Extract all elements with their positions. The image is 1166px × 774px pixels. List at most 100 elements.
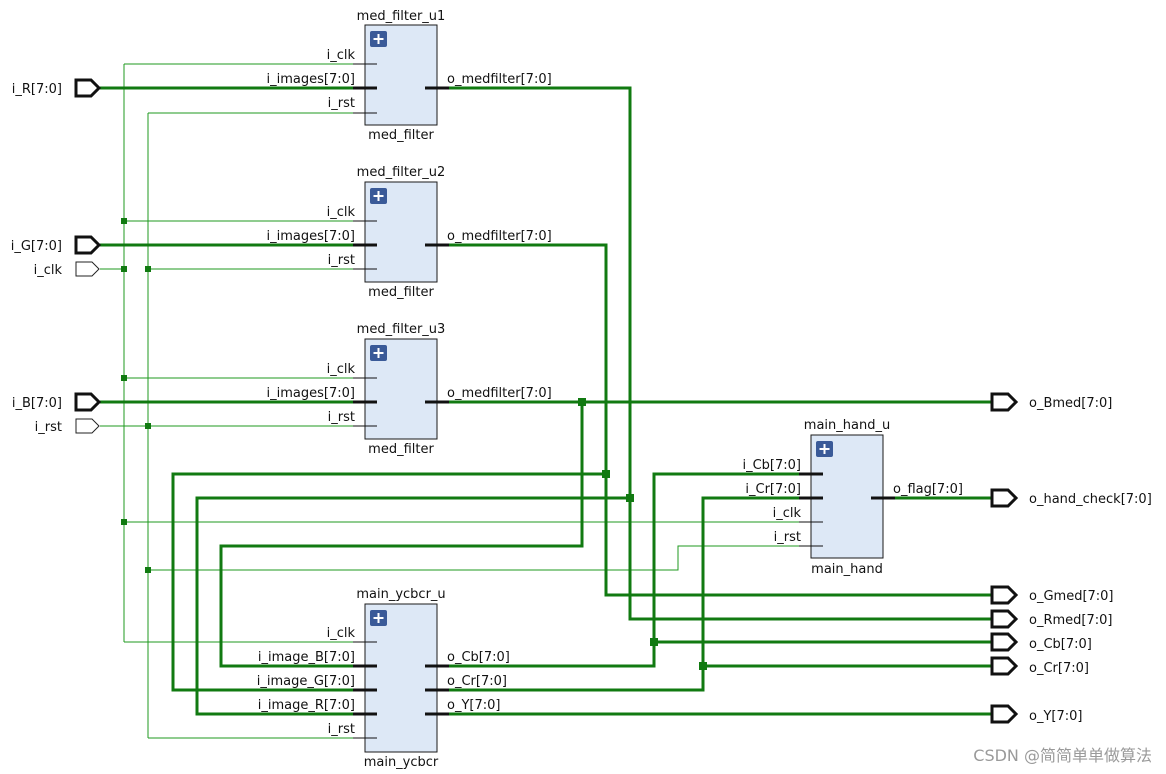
pin-label-i-image-r: i_image_R[7:0] — [258, 698, 355, 713]
port-label: o_Cr[7:0] — [1029, 661, 1089, 676]
port-label: i_B[7:0] — [12, 396, 62, 411]
pin-label-i-rst: i_rst — [328, 722, 355, 737]
pin-label-i-cr: i_Cr[7:0] — [745, 482, 801, 497]
plus-square-icon[interactable] — [816, 441, 833, 457]
port-label: o_hand_check[7:0] — [1029, 492, 1152, 507]
port-arrow-icon — [990, 585, 1019, 605]
output-port-o-y[interactable]: o_Y[7:0] — [990, 704, 1082, 724]
pin-label-i-cb: i_Cb[7:0] — [742, 458, 801, 473]
port-label: o_Gmed[7:0] — [1029, 589, 1114, 604]
pin-label-i-rst: i_rst — [774, 530, 801, 545]
pin-label-o-cr: o_Cr[7:0] — [447, 674, 507, 689]
block-body[interactable] — [364, 603, 438, 753]
port-label: o_Bmed[7:0] — [1029, 396, 1112, 411]
pin-label-o-medfilter: o_medfilter[7:0] — [447, 72, 552, 87]
junction-dot — [145, 423, 151, 429]
block-instance-name: med_filter_u3 — [357, 322, 446, 337]
pin-label-o-y: o_Y[7:0] — [447, 698, 500, 713]
block-module-name: med_filter — [368, 285, 434, 300]
block-body[interactable] — [364, 24, 438, 126]
port-arrow-icon — [990, 704, 1019, 724]
plus-square-icon[interactable] — [370, 345, 387, 361]
junction-dot — [650, 638, 658, 646]
junction-dot — [121, 218, 127, 224]
block-instance-name: med_filter_u1 — [357, 9, 446, 24]
wire-cr[interactable] — [437, 496, 992, 692]
junction-dot — [578, 398, 586, 406]
pin-label-o-medfilter: o_medfilter[7:0] — [447, 386, 552, 401]
port-label: o_Y[7:0] — [1029, 709, 1082, 724]
junction-dot — [699, 662, 707, 670]
port-label: i_R[7:0] — [12, 82, 62, 97]
pin-label-i-rst: i_rst — [328, 253, 355, 268]
wire-i-rst[interactable] — [100, 112, 823, 739]
port-arrow-icon — [74, 392, 102, 412]
pin-label-i-image-g: i_image_G[7:0] — [257, 674, 355, 689]
wire-cb[interactable] — [437, 472, 992, 668]
pin-label-i-clk: i_clk — [327, 48, 356, 63]
block-module-name: main_hand — [811, 562, 883, 577]
output-port-o-cb[interactable]: o_Cb[7:0] — [990, 632, 1092, 652]
port-arrow-icon — [990, 632, 1019, 652]
input-port-i-r[interactable]: i_R[7:0] — [12, 78, 102, 98]
port-label: i_clk — [34, 263, 63, 278]
block-med-filter-u2[interactable]: med_filter_u2 i_clk i_images[7:0] i_rst … — [267, 165, 552, 300]
output-port-o-rmed[interactable]: o_Rmed[7:0] — [990, 609, 1112, 629]
block-module-name: med_filter — [368, 128, 434, 143]
block-module-name: med_filter — [368, 442, 434, 457]
block-instance-name: main_hand_u — [804, 418, 890, 433]
pin-label-i-rst: i_rst — [328, 96, 355, 111]
pin-label-i-clk: i_clk — [773, 506, 802, 521]
port-arrow-icon — [75, 418, 100, 434]
port-label: o_Rmed[7:0] — [1029, 613, 1112, 628]
port-arrow-icon — [990, 488, 1019, 508]
block-main-ycbcr-u[interactable]: main_ycbcr_u i_clk i_image_B[7:0] i_imag… — [257, 587, 510, 770]
block-med-filter-u1[interactable]: med_filter_u1 i_clk i_images[7:0] i_rst … — [267, 9, 552, 143]
junction-dot — [626, 494, 634, 502]
pin-label-i-image-b: i_image_B[7:0] — [258, 650, 355, 665]
input-port-i-g[interactable]: i_G[7:0] — [11, 235, 102, 255]
port-arrow-icon — [990, 609, 1019, 629]
output-ports: o_Bmed[7:0] o_hand_check[7:0] o_Gmed[7:0… — [990, 392, 1152, 724]
block-main-hand-u[interactable]: main_hand_u i_Cb[7:0] i_Cr[7:0] i_clk i_… — [742, 418, 962, 577]
pin-label-i-images: i_images[7:0] — [267, 229, 355, 244]
wire-gmed[interactable] — [171, 243, 992, 692]
output-port-o-bmed[interactable]: o_Bmed[7:0] — [990, 392, 1112, 412]
pin-label-o-flag: o_flag[7:0] — [893, 482, 963, 497]
plus-square-icon[interactable] — [370, 188, 387, 204]
junction-dot — [121, 519, 127, 525]
output-port-o-hand-check[interactable]: o_hand_check[7:0] — [990, 488, 1152, 508]
input-port-i-clk[interactable]: i_clk — [34, 261, 100, 278]
port-arrow-icon — [74, 78, 102, 98]
wire-bmed[interactable] — [219, 400, 992, 668]
pin-label-o-cb: o_Cb[7:0] — [447, 650, 510, 665]
junction-dot — [602, 470, 610, 478]
junction-dot — [145, 567, 151, 573]
block-module-name: main_ycbcr — [364, 755, 439, 770]
junction-dot — [121, 375, 127, 381]
input-port-i-rst[interactable]: i_rst — [35, 418, 100, 435]
port-label: o_Cb[7:0] — [1029, 637, 1092, 652]
plus-square-icon[interactable] — [370, 31, 387, 47]
pin-label-i-clk: i_clk — [327, 205, 356, 220]
pin-label-o-medfilter: o_medfilter[7:0] — [447, 229, 552, 244]
wire-i-clk[interactable] — [100, 63, 823, 643]
wires — [100, 63, 992, 739]
junction-dot — [145, 266, 151, 272]
pin-label-i-rst: i_rst — [328, 410, 355, 425]
input-port-i-b[interactable]: i_B[7:0] — [12, 392, 102, 412]
pin-label-i-images: i_images[7:0] — [267, 386, 355, 401]
port-label: i_rst — [35, 420, 62, 435]
block-instance-name: main_ycbcr_u — [356, 587, 445, 602]
output-port-o-gmed[interactable]: o_Gmed[7:0] — [990, 585, 1114, 605]
output-port-o-cr[interactable]: o_Cr[7:0] — [990, 656, 1089, 676]
port-arrow-icon — [990, 656, 1019, 676]
junction-dot — [121, 266, 127, 272]
wire-rmed[interactable] — [195, 86, 992, 716]
plus-square-icon[interactable] — [370, 610, 387, 626]
block-med-filter-u3[interactable]: med_filter_u3 i_clk i_images[7:0] i_rst … — [267, 322, 552, 457]
junctions — [121, 218, 707, 670]
block-instance-name: med_filter_u2 — [357, 165, 446, 180]
input-ports: i_R[7:0] i_G[7:0] i_clk i_B[7:0] i_rst — [11, 78, 102, 435]
